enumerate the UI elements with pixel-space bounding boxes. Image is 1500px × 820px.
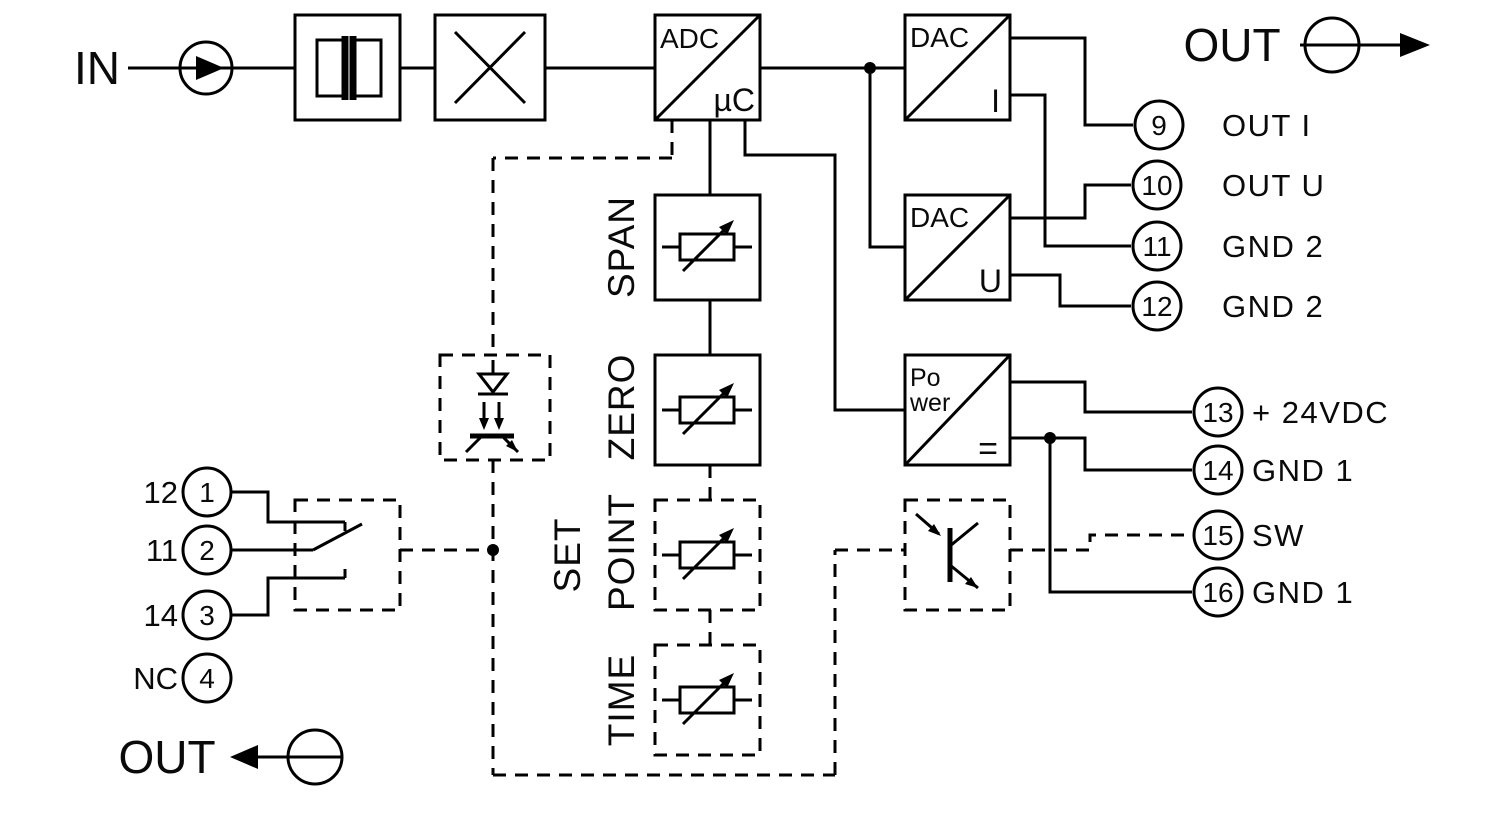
junction-dot: [864, 62, 876, 74]
dac-i-sublabel: I: [991, 83, 1000, 119]
terminal-number: 1: [199, 477, 215, 508]
terminal-label: GND 1: [1252, 575, 1354, 610]
multiplier-icon: [453, 30, 527, 105]
terminal-10: 10 OUT U: [1131, 159, 1325, 211]
dashed-control-lines: [400, 120, 1192, 777]
terminal-number: 14: [1202, 455, 1233, 486]
zero-pot-block: [653, 353, 762, 467]
terminal-ext-label: NC: [133, 661, 178, 696]
junction-dot: [487, 544, 499, 556]
out-label-top: OUT: [1183, 19, 1280, 71]
point-label: POINT: [601, 493, 642, 611]
set-label: SET: [547, 518, 588, 593]
power-block: Po wer =: [903, 353, 1012, 468]
terminal-label: GND 2: [1222, 289, 1324, 324]
terminal-label: OUT U: [1222, 168, 1325, 203]
terminal-11: 11 GND 2: [1131, 220, 1324, 272]
switch-optocoupler-block: [903, 498, 1012, 612]
span-label: SPAN: [601, 196, 642, 298]
terminal-number: 15: [1202, 520, 1233, 551]
terminal-14: 14 GND 1: [1192, 444, 1354, 496]
dac-i-label: DAC: [910, 22, 969, 53]
in-label: IN: [74, 42, 120, 94]
out-flow-icon-bottom: [230, 728, 344, 786]
terminal-number: 11: [1142, 231, 1171, 262]
optocoupler-led-icon: [475, 360, 511, 430]
dac-u-block: DAC U: [903, 193, 1012, 302]
dac-u-label: DAC: [910, 202, 969, 233]
terminal-15: 15 SW: [1192, 509, 1305, 561]
dc-symbol: =: [978, 430, 998, 468]
terminal-number: 3: [199, 600, 215, 631]
terminal-number: 4: [199, 663, 215, 694]
uc-label: µC: [713, 82, 755, 118]
setpoint-pot-block: [653, 498, 762, 612]
optocoupler-block: [438, 353, 552, 462]
relay-switch-block: [293, 498, 402, 612]
terminal-9: 9 OUT I: [1133, 99, 1312, 151]
terminal-12: 12 GND 2: [1131, 280, 1324, 332]
in-flow-icon: [178, 40, 234, 96]
time-label: TIME: [601, 654, 642, 746]
span-pot-block: [653, 193, 762, 302]
terminal-left-4: 4 NC: [133, 652, 233, 704]
power-label-line2: wer: [909, 389, 950, 417]
terminal-label: GND 1: [1252, 453, 1354, 488]
terminal-label: + 24VDC: [1252, 395, 1389, 430]
switch-phototransistor-icon: [915, 512, 979, 590]
junction-dot: [1044, 432, 1056, 444]
terminal-number: 16: [1202, 577, 1233, 608]
junction-dots: [487, 62, 1056, 556]
out-flow-icon-top: [1300, 16, 1430, 74]
multiplier-block: [433, 13, 547, 122]
terminal-number: 2: [199, 535, 215, 566]
adc-label: ADC: [660, 23, 719, 54]
terminal-16: 16 GND 1: [1192, 566, 1354, 618]
dac-u-sublabel: U: [979, 263, 1002, 299]
setpoint-pot-icon: [660, 526, 754, 581]
terminal-label: OUT I: [1222, 108, 1312, 143]
terminal-left-3: 3 14: [144, 589, 233, 641]
out-label-bottom: OUT: [118, 731, 215, 783]
terminal-number: 9: [1151, 110, 1167, 141]
terminal-ext-label: 14: [144, 598, 178, 633]
power-label-line1: Po: [910, 364, 941, 392]
terminal-left-1: 1 12: [144, 466, 233, 518]
terminal-ext-label: 12: [144, 475, 178, 510]
transformer-icon: [315, 36, 383, 100]
time-pot-icon: [660, 671, 754, 726]
adc-uc-block: ADC µC: [653, 13, 762, 122]
terminal-number: 10: [1141, 170, 1172, 201]
terminal-13: 13 + 24VDC: [1192, 386, 1389, 438]
terminal-number: 13: [1202, 397, 1233, 428]
terminal-ext-label: 11: [146, 533, 178, 568]
zero-label: ZERO: [601, 354, 642, 461]
switch-icon: [312, 522, 363, 552]
transformer-block: [293, 13, 402, 122]
terminal-label: SW: [1252, 518, 1305, 553]
signal-wires: [128, 36, 1192, 617]
phototransistor-icon: [464, 433, 520, 454]
dac-i-block: DAC I: [903, 13, 1012, 122]
terminal-label: GND 2: [1222, 229, 1324, 264]
time-pot-block: [653, 643, 762, 757]
terminal-left-2: 2 11: [146, 524, 233, 576]
terminal-number: 12: [1141, 291, 1172, 322]
